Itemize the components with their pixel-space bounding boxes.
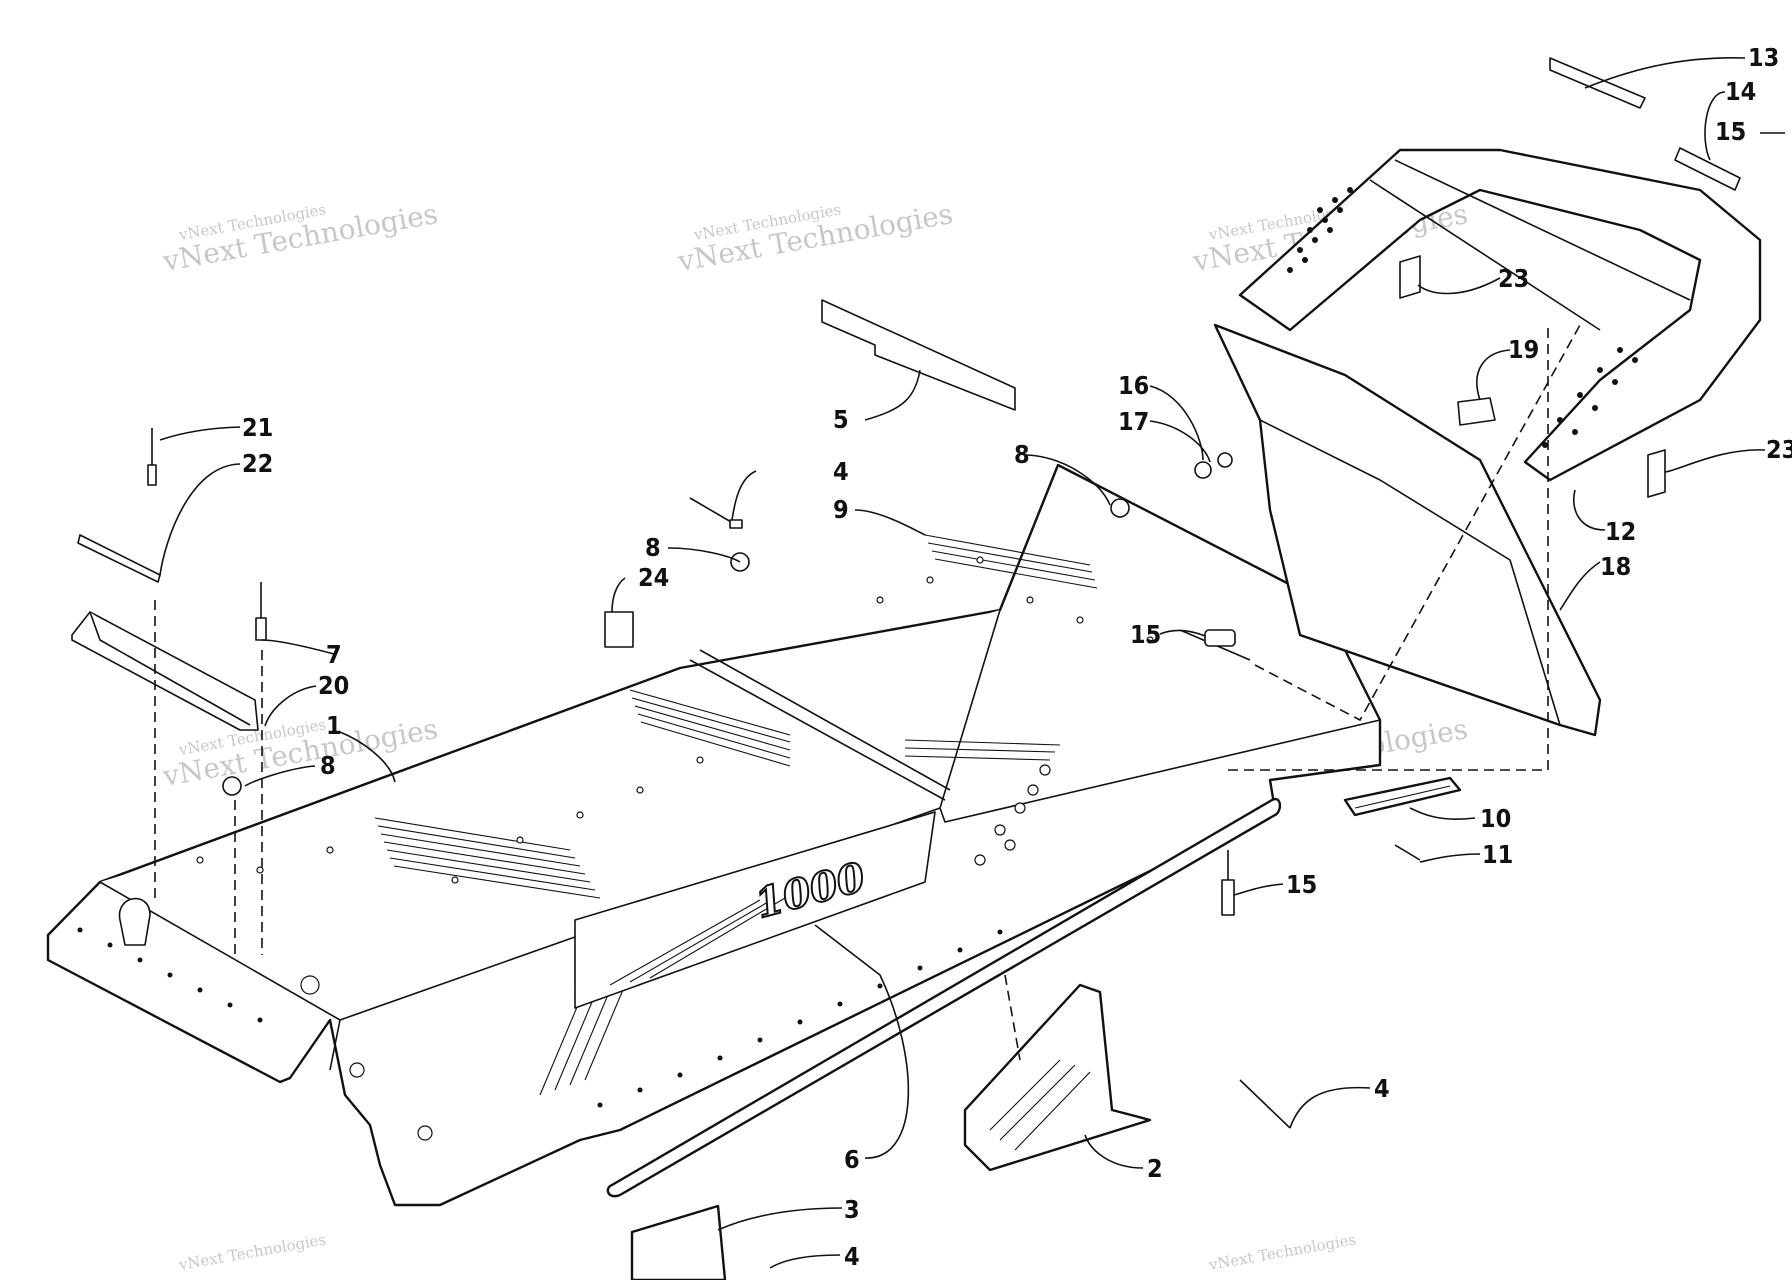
callout-number-c-13: 13: [1748, 43, 1779, 72]
callout-number-c-14: 14: [1725, 77, 1756, 106]
bolt-15-bottom: [1221, 850, 1235, 916]
nut-23-b: [1647, 449, 1666, 498]
watermark: vNext Technologies: [177, 1230, 328, 1274]
callout-number-c-22: 22: [242, 449, 273, 478]
watermark: vNext Technologies vNext Technologies: [160, 197, 441, 278]
callout-number-c-9: 9: [833, 495, 849, 524]
callout-number-c-4c: 4: [844, 1242, 860, 1271]
cap-8-left: [222, 776, 242, 796]
watermark-small-text: vNext Technologies: [1207, 1230, 1358, 1274]
washer-17: [1217, 452, 1233, 468]
callout-number-c-23b: 23: [1766, 435, 1792, 464]
callout-number-c-1: 1: [326, 711, 342, 740]
callout-number-c-6: 6: [844, 1145, 860, 1174]
watermark: vNext Technologies: [1207, 1230, 1358, 1274]
screw-11: [1394, 844, 1421, 861]
watermark: vNext Technologies vNext Technologies: [675, 197, 956, 278]
footrest-perforations: [1287, 187, 1638, 448]
rivet-4-right: [1239, 1079, 1291, 1129]
callout-number-c-3: 3: [844, 1195, 860, 1224]
watermark-small-text: vNext Technologies: [177, 1230, 328, 1274]
tunnel-hatching: [374, 534, 1098, 1096]
callout-number-c-8c: 8: [320, 751, 336, 780]
reflector-10: [1343, 776, 1462, 817]
callout-number-c-2: 2: [1147, 1154, 1163, 1183]
callout-number-c-21: 21: [242, 413, 273, 442]
flap-strip-part: [821, 299, 1016, 411]
fastener-21: [147, 428, 157, 486]
tunnel-part: [46, 463, 1382, 1207]
callout-number-c-23a: 23: [1498, 264, 1529, 293]
callout-number-c-8a: 8: [1014, 440, 1030, 469]
callout-number-c-5: 5: [833, 405, 849, 434]
callout-number-c-12: 12: [1605, 517, 1636, 546]
callout-number-c-4a: 4: [833, 457, 849, 486]
callout-number-c-7: 7: [326, 640, 342, 669]
rear-bracket-part: [963, 983, 1152, 1172]
callout-number-c-19: 19: [1508, 335, 1539, 364]
plate-24: [604, 611, 634, 648]
callout-number-c-15a: 15: [1715, 117, 1746, 146]
cap-8-right: [1110, 498, 1130, 518]
bolt-15-mid: [1179, 629, 1251, 661]
callout-number-c-18: 18: [1600, 552, 1631, 581]
tunnel-rivets: [77, 927, 1003, 1108]
nut-23-a: [1399, 255, 1421, 299]
clip-19: [1457, 397, 1496, 426]
fasteners: [147, 255, 1666, 1129]
leader-lines: [154, 57, 1785, 1269]
callout-number-c-15c: 15: [1286, 870, 1317, 899]
nut-16: [1194, 461, 1212, 479]
rivet-4-top: [689, 497, 743, 529]
callout-number-c-17: 17: [1118, 407, 1149, 436]
callout-number-c-11: 11: [1482, 840, 1513, 869]
callout-number-c-24: 24: [638, 563, 669, 592]
callouts: 1314152319161723121858498241521227201810…: [242, 43, 1792, 1271]
callout-number-c-20: 20: [318, 671, 349, 700]
left-brackets: [71, 534, 259, 731]
fastener-7: [255, 582, 267, 641]
callout-number-c-15b: 15: [1130, 620, 1161, 649]
rear-bumper-assembly: [1213, 57, 1762, 737]
callout-number-c-10: 10: [1480, 804, 1511, 833]
callout-number-c-8b: 8: [645, 533, 661, 562]
callout-number-c-4b: 4: [1374, 1074, 1390, 1103]
tunnel-holes: [196, 556, 1154, 1141]
plate-3: [630, 1204, 727, 1280]
callout-number-c-16: 16: [1118, 371, 1149, 400]
